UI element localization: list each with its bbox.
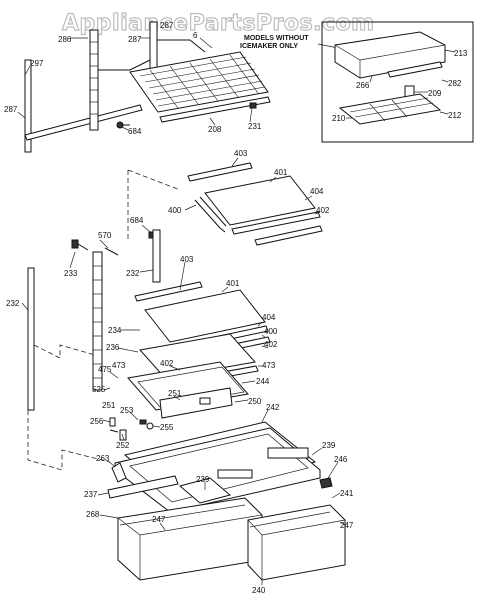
callout-237: 237: [84, 490, 98, 499]
callout-287a: 287: [128, 35, 142, 44]
leader-lines-upper-shelf: [184, 157, 321, 215]
right-rail: [71, 229, 161, 283]
callout-209: 209: [428, 89, 442, 98]
callout-400a: 400: [168, 206, 182, 215]
callout-247a: 247: [152, 515, 166, 524]
callout-287b: 287: [160, 21, 174, 30]
callout-256: 256: [90, 417, 104, 426]
lower-shelf-assembly: [27, 251, 271, 419]
callout-287c: 287: [4, 105, 18, 114]
callout-684a: 684: [128, 127, 142, 136]
callout-266: 266: [356, 81, 370, 90]
callout-401a: 401: [274, 168, 288, 177]
callout-210: 210: [332, 114, 346, 123]
callout-213: 213: [454, 49, 468, 58]
callout-684b: 684: [130, 216, 144, 225]
callout-233: 233: [64, 269, 78, 278]
leader-lines-hardware: [102, 411, 161, 441]
callout-401b: 401: [226, 279, 240, 288]
callout-247b: 247: [340, 521, 354, 530]
callout-232b: 232: [6, 299, 20, 308]
callout-263: 263: [96, 454, 110, 463]
callout-282: 282: [448, 79, 462, 88]
callout-402a: 402: [316, 206, 330, 215]
callout-234: 234: [108, 326, 122, 335]
callout-570: 570: [98, 231, 112, 240]
callout-404a: 404: [310, 187, 324, 196]
callout-252: 252: [116, 441, 130, 450]
watermark-text: AppliancePartsPros.com: [62, 11, 375, 36]
callout-232a: 232: [126, 269, 140, 278]
callout-475: 475: [98, 365, 112, 374]
callout-525: 525: [92, 385, 106, 394]
leader-lines-crisper: [97, 409, 346, 585]
callout-6: 6: [193, 31, 198, 40]
leader-lines-lower-shelf: [21, 261, 269, 403]
crisper-assembly: [27, 410, 346, 581]
callout-403a: 403: [234, 149, 248, 158]
leader-lines-top: [17, 37, 253, 131]
callout-286-top: 286: [58, 35, 72, 44]
callout-231: 231: [248, 122, 262, 131]
inset-note-line2: ICEMAKER ONLY: [240, 43, 298, 50]
hardware-parts: [109, 417, 154, 441]
callout-239a: 239: [322, 441, 336, 450]
callout-400b: 400: [264, 327, 278, 336]
leader-lines-rail: [69, 224, 154, 273]
callout-268: 268: [86, 510, 100, 519]
callout-255: 255: [160, 423, 174, 432]
freezer-shelf-assembly: [24, 21, 271, 153]
upper-shelf-assembly: [127, 162, 323, 246]
callout-251b: 251: [102, 401, 116, 410]
callout-473a: 473: [262, 361, 276, 370]
callout-403b: 403: [180, 255, 194, 264]
callout-236: 236: [106, 343, 120, 352]
callout-402c: 402: [160, 359, 174, 368]
callout-473b: 473: [112, 361, 126, 370]
callout-251a: 251: [168, 389, 182, 398]
callout-240: 240: [252, 586, 266, 595]
callout-212: 212: [448, 111, 462, 120]
icemaker-inset: MODELS WITHOUT ICEMAKER ONLY: [240, 21, 474, 143]
callout-253: 253: [120, 406, 134, 415]
callout-labels: 286 287 287 6 297 287 684 208 231 213 26…: [4, 21, 468, 595]
callout-244: 244: [256, 377, 270, 386]
callout-246: 246: [334, 455, 348, 464]
callout-241: 241: [340, 489, 354, 498]
callout-242: 242: [266, 403, 280, 412]
callout-239b: 239: [196, 475, 210, 484]
callout-297: 297: [30, 59, 44, 68]
callout-250: 250: [248, 397, 262, 406]
callout-402b: 402: [264, 340, 278, 349]
callout-208: 208: [208, 125, 222, 134]
callout-404b: 404: [262, 313, 276, 322]
inset-note-line1: MODELS WITHOUT: [244, 35, 309, 42]
